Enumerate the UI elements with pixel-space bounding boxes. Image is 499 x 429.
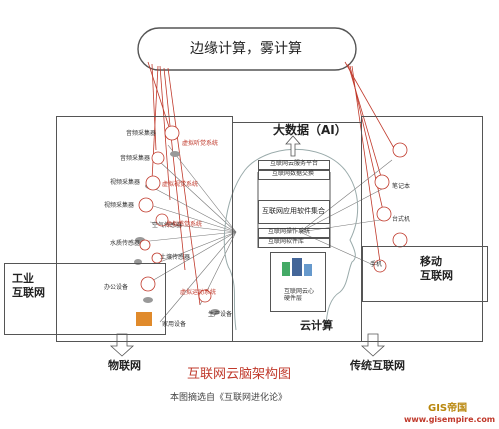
sensor-label-10: 家用设备 <box>162 321 187 328</box>
server-icon-3 <box>304 264 312 276</box>
red-connection-lines <box>147 61 396 306</box>
stack-os <box>258 228 330 238</box>
up-arrow-icon <box>285 135 301 157</box>
stack-platform-label: 互联网云服务平台 <box>270 160 319 167</box>
stack-exchange <box>258 170 330 180</box>
mobile-box <box>362 246 488 302</box>
sensor-circles <box>138 125 408 303</box>
down-arrow-iot-icon <box>109 333 135 357</box>
device-label-laptop: 笔记本 <box>392 183 411 190</box>
cloud-top-shape <box>137 27 357 71</box>
source-note: 本图摘选自《互联网进化论》 <box>170 393 288 403</box>
stack-apps-label: 互联网应用软件集合 <box>262 207 325 215</box>
sensor-label-9: 生产设备 <box>208 311 233 318</box>
sensor-label-7: 土壤传感器 <box>160 254 191 261</box>
industrial-label: 工业 互联网 <box>12 272 45 300</box>
industrial-box <box>4 263 166 335</box>
red-label-3: 虚拟感觉系统 <box>166 221 203 228</box>
sensor-label-8: 办公设备 <box>104 284 129 291</box>
stack-exchange-label: 互联网数据交换 <box>272 170 315 177</box>
traditional-label: 传统互联网 <box>350 359 405 372</box>
sensor-label-5: 空气传感器 <box>152 222 183 229</box>
stack-platform <box>258 160 330 170</box>
stack-heart-label: 互联网云心 硬件层 <box>284 288 315 303</box>
cloud-label: 边缘计算，雾计算 <box>190 41 302 57</box>
server-icon-1 <box>282 262 290 276</box>
stack-hardware <box>270 252 326 312</box>
cloud-computing-label: 云计算 <box>300 319 333 332</box>
device-label-phone: 手机 <box>370 261 383 268</box>
device-label-desktop: 台式机 <box>392 216 411 223</box>
stack-store <box>258 238 330 248</box>
sensor-label-1: 音频采集器 <box>126 130 157 137</box>
sensor-label-4: 视频采集器 <box>104 202 135 209</box>
stack-os-label: 互联网操作系统 <box>268 228 311 235</box>
down-arrow-traditional-icon <box>360 333 386 357</box>
server-icon-2 <box>292 258 302 276</box>
right-panel <box>361 116 483 342</box>
mobile-label: 移动 互联网 <box>420 255 453 283</box>
sensor-label-6: 水质传感器 <box>110 240 141 247</box>
red-label-1: 虚拟听觉系统 <box>182 140 219 147</box>
stack-store-label: 互联网软件库 <box>268 238 305 245</box>
sensor-label-2: 音频采集器 <box>120 155 151 162</box>
sensor-label-3: 视频采集器 <box>110 179 141 186</box>
head-outline <box>223 148 359 331</box>
iot-label: 物联网 <box>108 359 141 372</box>
watermark-url: www.gisempire.com <box>404 415 496 424</box>
big-data-label: 大数据（AI） <box>273 123 347 137</box>
home-device-icon <box>136 312 152 326</box>
watermark-brand: GIS帝国 <box>428 403 468 414</box>
diagram-title: 互联网云脑架构图 <box>187 367 292 382</box>
red-label-2: 虚拟视觉系统 <box>162 181 199 188</box>
red-label-4: 虚拟运动系统 <box>180 289 217 296</box>
stack-apps <box>258 200 330 224</box>
